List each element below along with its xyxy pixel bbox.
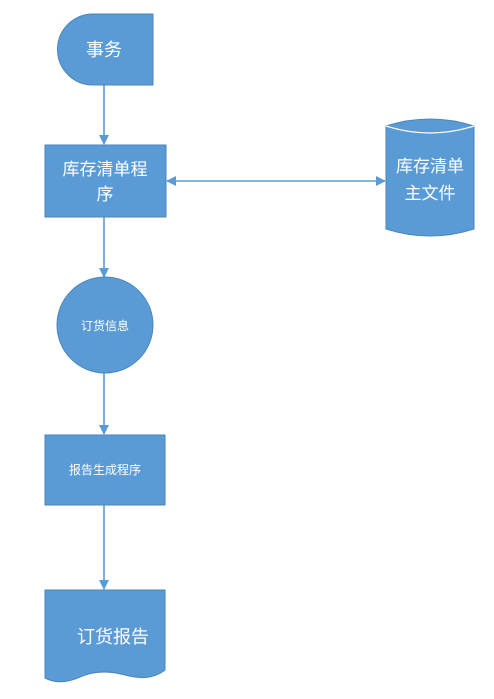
order-info-shape (56, 276, 154, 374)
order-info-label: 订货信息 (81, 318, 129, 333)
transaction-label: 事务 (86, 40, 122, 61)
inventory-program-shape (44, 144, 167, 218)
report-program-shape (44, 434, 166, 506)
order-report-shape (44, 589, 166, 683)
master-file-label-line1: 库存清单 (396, 157, 464, 177)
order-report-label: 订货报告 (77, 627, 149, 648)
transaction-shape (57, 13, 154, 86)
node-inventory-program[interactable]: 库存清单程 序 (44, 144, 167, 218)
node-order-report[interactable]: 订货报告 (44, 589, 166, 683)
inventory-program-label-line1: 库存清单程 (63, 160, 148, 180)
edges (99, 85, 386, 590)
node-report-program[interactable]: 报告生成程序 (44, 434, 166, 506)
master-file-label-line2: 主文件 (405, 184, 456, 204)
inventory-program-label-line2: 序 (97, 185, 114, 205)
node-master-file[interactable]: 库存清单 主文件 (385, 118, 475, 237)
report-program-label: 报告生成程序 (69, 462, 141, 477)
master-file-top-rim (385, 125, 475, 134)
master-file-shape (385, 118, 475, 237)
node-transaction[interactable]: 事务 (57, 13, 154, 86)
node-order-info[interactable]: 订货信息 (56, 276, 154, 374)
